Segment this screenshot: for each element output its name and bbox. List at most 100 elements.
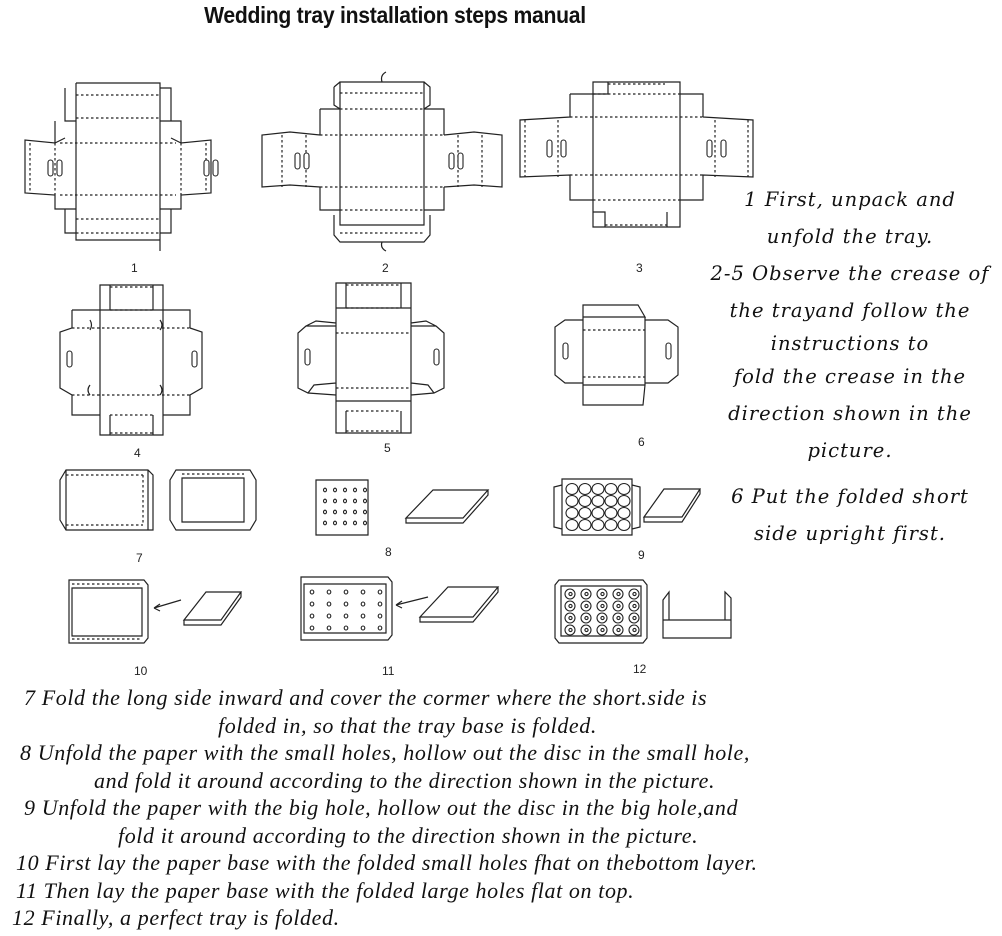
hole-mark <box>377 589 383 595</box>
hole-mark <box>617 482 631 496</box>
step-12-diagram <box>554 579 745 645</box>
hole-mark <box>632 615 637 621</box>
hole-mark <box>343 589 349 595</box>
hole-mark <box>309 589 315 595</box>
step-7-diagram <box>58 469 268 535</box>
hole-mark <box>600 591 605 597</box>
bottom-instructions: 7 Fold the long side inward and cover th… <box>10 684 970 932</box>
hole-mark <box>343 625 349 631</box>
step-label-1: 1 <box>131 261 138 275</box>
bottom-line: and fold it around according to the dire… <box>94 767 716 793</box>
hole-mark <box>332 520 338 526</box>
hole-mark <box>343 613 349 619</box>
bottom-line: 11 Then lay the paper base with the fold… <box>16 877 635 903</box>
hole-mark <box>326 625 332 631</box>
hole-mark <box>584 591 589 597</box>
hole-mark <box>632 627 637 633</box>
bottom-line: 8 Unfold the paper with the small holes,… <box>20 740 750 765</box>
hole-mark <box>342 498 348 504</box>
step-label-7: 7 <box>136 551 143 565</box>
step-label-4: 4 <box>134 446 141 460</box>
folded-tray-base-icon <box>59 469 257 531</box>
hole-mark <box>360 601 366 607</box>
hole-mark <box>591 494 605 508</box>
step-label-5: 5 <box>384 441 391 455</box>
hole-mark <box>342 487 348 493</box>
hole-mark <box>352 509 358 515</box>
hole-mark <box>578 482 592 496</box>
hole-mark <box>362 487 368 493</box>
side-line: 6 Put the folded short <box>731 485 969 508</box>
step-10-diagram <box>66 579 246 645</box>
side-line: unfold the tray. <box>766 225 934 248</box>
hole-mark <box>632 591 637 597</box>
hole-mark <box>632 603 637 609</box>
bottom-line: fold it around according to the directio… <box>118 822 699 848</box>
small-holes-paper-icon <box>315 479 490 536</box>
hole-mark <box>617 494 631 508</box>
hole-mark <box>377 625 383 631</box>
hole-mark <box>591 518 605 532</box>
hole-mark <box>600 603 605 609</box>
hole-mark <box>565 482 579 496</box>
unfolded-tray-net-side-flaps-icon <box>519 81 754 228</box>
hole-mark <box>377 601 383 607</box>
step-3-diagram <box>515 81 765 232</box>
hole-mark <box>565 518 579 532</box>
step-label-8: 8 <box>385 545 392 559</box>
side-instructions: 1 First, unpack and unfold the tray. 2-5… <box>700 181 1000 552</box>
step-9-diagram <box>552 477 702 537</box>
hole-mark <box>565 506 579 520</box>
hole-mark <box>616 591 621 597</box>
hole-mark <box>604 506 618 520</box>
side-line: picture. <box>807 439 893 462</box>
stack-small-holes-icon <box>68 579 243 644</box>
hole-mark <box>332 509 338 515</box>
step-label-9: 9 <box>638 548 645 562</box>
hole-mark <box>600 627 605 633</box>
hole-mark <box>352 487 358 493</box>
side-line: 2-5 Observe the crease of <box>710 262 990 285</box>
hole-mark <box>617 506 631 520</box>
hole-mark <box>568 615 573 621</box>
step-4-diagram <box>59 284 203 445</box>
side-line: side upright first. <box>754 522 946 545</box>
hole-mark <box>616 603 621 609</box>
hole-mark <box>360 589 366 595</box>
unfolded-tray-net-icon <box>24 82 219 251</box>
hole-mark <box>578 506 592 520</box>
step-6-diagram <box>553 304 713 415</box>
step-label-11: 11 <box>382 664 395 678</box>
hole-mark <box>342 509 348 515</box>
step-1-diagram <box>20 75 250 251</box>
hole-mark <box>578 518 592 532</box>
step-label-3: 3 <box>636 261 643 275</box>
step-5-diagram <box>296 282 446 443</box>
step-label-6: 6 <box>638 435 645 449</box>
bottom-line: 12 Finally, a perfect tray is folded. <box>12 905 340 930</box>
hole-mark <box>326 613 332 619</box>
side-line: 1 First, unpack and <box>744 188 956 211</box>
folding-tray-step-4-icon <box>59 284 203 436</box>
side-line: instructions to <box>770 332 930 355</box>
hole-mark <box>591 482 605 496</box>
hole-mark <box>584 603 589 609</box>
hole-mark <box>584 627 589 633</box>
bottom-line: 10 First lay the paper base with the fol… <box>16 850 758 875</box>
hole-mark <box>309 613 315 619</box>
hole-mark <box>362 509 368 515</box>
step-11-diagram <box>298 576 508 642</box>
hole-mark <box>352 520 358 526</box>
hole-mark <box>604 518 618 532</box>
hole-mark <box>332 498 338 504</box>
hole-mark <box>604 494 618 508</box>
page-title: Wedding tray installation steps manual <box>204 2 586 28</box>
side-line: the trayand follow the <box>729 299 971 322</box>
step-label-10: 10 <box>134 664 148 678</box>
hole-mark <box>362 498 368 504</box>
hole-mark <box>617 518 631 532</box>
hole-mark <box>309 601 315 607</box>
hole-mark <box>360 625 366 631</box>
hole-mark <box>568 591 573 597</box>
side-line: direction shown in the <box>728 402 972 425</box>
